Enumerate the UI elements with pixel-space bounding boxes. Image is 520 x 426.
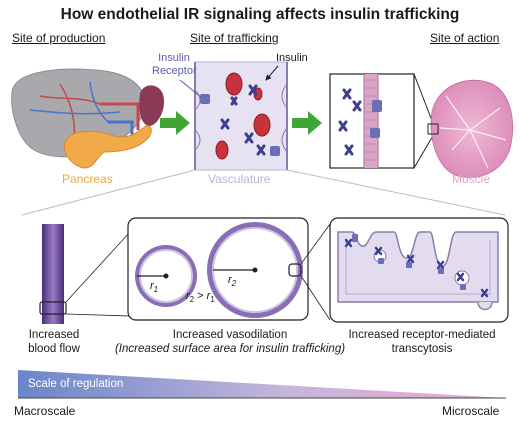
vasodilation-caption-line2: (Increased surface area for insulin traf… <box>114 343 346 355</box>
figure-title: How endothelial IR signaling affects ins… <box>60 6 460 23</box>
radius-r1-label: r1 <box>150 280 159 295</box>
vasodilation-panel <box>127 217 309 321</box>
vasculature-label: Vasculature <box>208 172 271 186</box>
insulin-receptor-label-line1: Insulin <box>158 52 190 64</box>
radius-r2-label: r2 <box>228 274 237 289</box>
pancreas-illustration <box>64 125 152 169</box>
receptor-pointer <box>179 79 203 99</box>
transcytosis-caption: Increased receptor-mediated transcytosis <box>334 328 510 356</box>
muscle-illustration <box>427 79 513 178</box>
radius-inequality: r2 > r1 <box>186 290 215 305</box>
insulin-receptor-label-line2: Receptor <box>152 65 197 77</box>
site-of-trafficking-label: Site of trafficking <box>190 31 279 45</box>
macroscale-label: Macroscale <box>14 404 76 418</box>
transcytosis-panel <box>329 217 509 323</box>
insulin-pointer <box>265 65 279 81</box>
blood-vessel-macro <box>39 224 67 324</box>
zoom-lines-vasculature <box>21 169 506 216</box>
red-blood-cells <box>215 72 271 160</box>
insulin-molecules-vasculature <box>220 84 266 156</box>
spleen-illustration <box>139 85 165 126</box>
site-of-action-label: Site of action <box>430 31 500 45</box>
insulin-label: Insulin <box>276 52 308 64</box>
zoom-lines-vasodilation <box>300 223 331 321</box>
vasodilation-caption-line1: Increased vasodilation <box>172 329 288 341</box>
action-zoom-panel <box>329 73 415 169</box>
insulin-molecules-action <box>338 88 362 156</box>
muscle-label: Muscle <box>452 172 491 186</box>
transcytosis-caption-line2: transcytosis <box>391 343 453 355</box>
transcytosis-caption-line1: Increased receptor-mediated <box>348 329 496 341</box>
pancreas-label: Pancreas <box>62 172 113 186</box>
vasodilation-caption: Increased vasodilation (Increased surfac… <box>112 328 348 356</box>
insulin-receptors-vasculature <box>200 94 280 156</box>
zoom-lines-action <box>413 73 435 169</box>
insulin-molecules-transcytosis <box>344 238 489 298</box>
site-of-production-label: Site of production <box>12 31 106 45</box>
scale-of-regulation-label: Scale of regulation <box>28 378 124 390</box>
flow-arrow-2 <box>292 111 322 135</box>
receptors-transcytosis <box>352 234 466 290</box>
blood-flow-caption-line1: Increased <box>28 329 80 341</box>
blood-flow-caption: Increased blood flow <box>6 328 102 356</box>
scale-gradient-wedge <box>18 370 506 398</box>
microscale-label: Microscale <box>442 404 500 418</box>
blood-flow-caption-line2: blood flow <box>28 343 80 355</box>
zoom-lines-vessel <box>65 231 131 317</box>
flow-arrow-1 <box>160 111 190 135</box>
insulin-receptor-label: Insulin Receptor <box>152 52 197 78</box>
